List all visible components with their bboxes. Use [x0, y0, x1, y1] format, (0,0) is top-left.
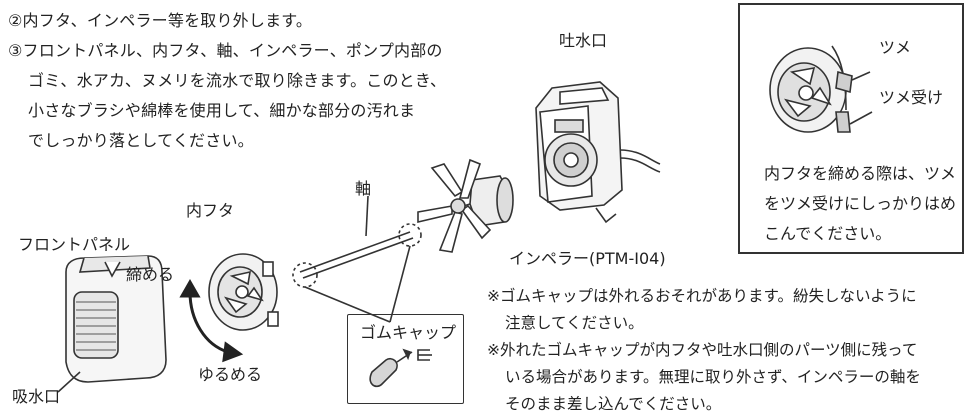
callout-text-line-2: をツメ受けにしっかりはめ	[764, 194, 957, 213]
note-2-line-3: そのまま差し込んでください。	[505, 395, 722, 413]
claw-callout-box: ツメ ツメ受け 内フタを締める際は、ツメ をツメ受けにしっかりはめ こんでくださ…	[738, 3, 964, 254]
instruction-step-3-line-3: 小さなブラシや綿棒を使用して、細かな部分の汚れま	[28, 101, 416, 120]
rubber-cap-label: ゴムキャップ	[360, 323, 457, 342]
instruction-step-3-line-4: でしっかり落としてください。	[28, 131, 254, 150]
callout-text: 内フタを締める際は、ツメ をツメ受けにしっかりはめ こんでください。	[764, 159, 956, 249]
front-panel-label: フロントパネル	[18, 235, 131, 254]
callout-text-line-3: こんでください。	[764, 224, 892, 243]
note-1: ※ゴムキャップは外れるおそれがあります。紛失しないように	[487, 287, 917, 305]
notes: ※ゴムキャップは外れるおそれがあります。紛失しないように 注意してください。 ※…	[487, 283, 921, 418]
instructions: ②内フタ、インペラー等を取り外します。 ③フロントパネル、内フタ、軸、インペラー…	[8, 8, 446, 158]
outlet-label: 吐水口	[559, 31, 608, 50]
inlet-label: 吸水口	[12, 387, 61, 406]
impeller-label: インペラー(PTM-I04)	[509, 249, 666, 268]
instruction-step-3: ③フロントパネル、内フタ、軸、インペラー、ポンプ内部の	[8, 41, 443, 60]
shaft-illustration	[292, 195, 422, 323]
note-2: ※外れたゴムキャップが内フタや吐水口側のパーツ側に残って	[487, 341, 918, 359]
pump-body-illustration	[535, 81, 661, 224]
instruction-step-3-line-2: ゴミ、水アカ、ヌメリを流水で取り除きます。このとき、	[28, 71, 447, 90]
shaft-label: 軸	[355, 179, 372, 198]
impeller-illustration	[417, 158, 514, 253]
callout-text-line-1: 内フタを締める際は、ツメ	[764, 164, 957, 183]
rubber-cap-box: ゴムキャップ	[347, 314, 464, 404]
rubber-cap-illustration	[369, 348, 432, 388]
inner-lid-illustration	[208, 253, 279, 331]
note-1-line-2: 注意してください。	[505, 314, 644, 332]
instruction-step-2: ②内フタ、インペラー等を取り外します。	[8, 11, 313, 30]
note-2-line-2: いる場合があります。無理に取り外さず、インペラーの軸を	[505, 368, 921, 386]
loosen-label: ゆるめる	[198, 365, 263, 384]
claw-label: ツメ	[879, 38, 912, 57]
claw-receiver-label: ツメ受け	[879, 88, 944, 107]
rotation-arrow	[179, 278, 244, 363]
claw-detail-illustration	[769, 45, 873, 133]
front-panel-illustration	[57, 255, 167, 393]
tighten-label: 締める	[126, 265, 175, 284]
inner-lid-label: 内フタ	[186, 201, 235, 220]
